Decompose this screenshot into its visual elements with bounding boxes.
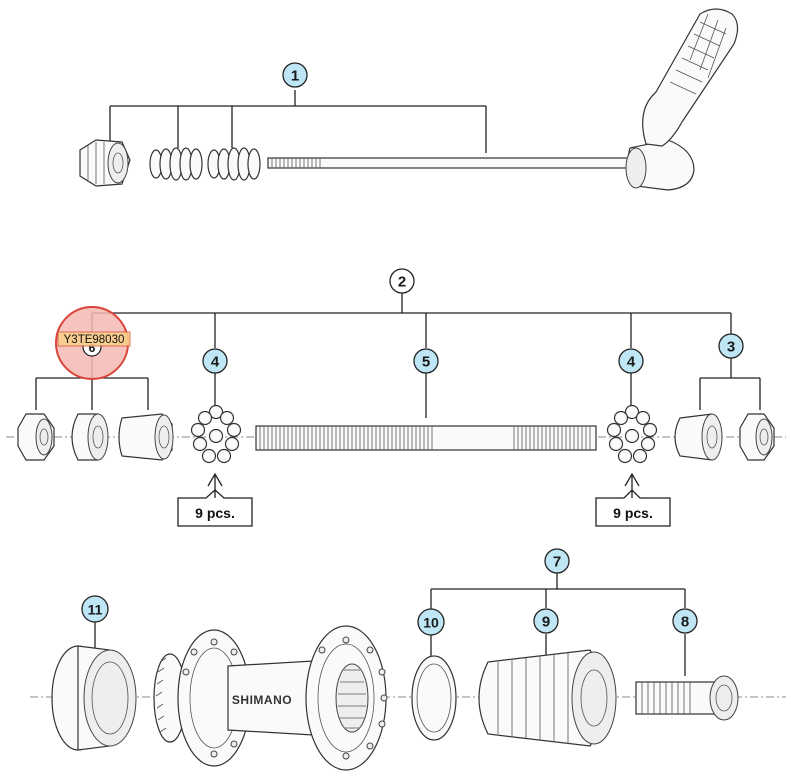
quick-release-spring-right xyxy=(207,147,261,181)
callout-10-number: 10 xyxy=(423,615,439,631)
callout-5-bubble xyxy=(413,348,439,374)
callout-9-bubble xyxy=(533,608,559,634)
callout-8: 8 xyxy=(672,608,698,634)
callout-5-number: 5 xyxy=(422,354,430,371)
quick-release-lever xyxy=(625,8,739,191)
callout-8-bubble xyxy=(672,608,698,634)
part-code-text: Y3TE98030 xyxy=(64,334,125,346)
callout-10: 10 xyxy=(417,608,445,636)
callout-11-number: 11 xyxy=(88,602,103,618)
freehub-spacer-ring xyxy=(411,655,457,741)
balls-count-label-right: 9 pcs. xyxy=(595,472,671,527)
callout-9: 9 xyxy=(533,608,559,634)
callout-7-bubble xyxy=(544,548,570,574)
callout-11: 11 xyxy=(81,595,109,623)
callout-6-highlight[interactable]: 6 Y3TE98030 xyxy=(55,306,131,380)
balls-count-text-left: 9 pcs. xyxy=(195,505,235,521)
callout-4-right-number: 4 xyxy=(627,354,636,371)
callout-3-bubble xyxy=(718,333,744,359)
callout-7: 7 xyxy=(544,548,570,574)
hub-axle-assembly: 9 pcs. 9 pcs. xyxy=(6,293,786,527)
callout-4-right: 4 xyxy=(618,348,644,374)
callout-11-bubble xyxy=(81,595,109,623)
hub-shell: SHIMANO xyxy=(153,625,388,771)
hub-body-assembly: SHIMANO xyxy=(30,573,786,771)
callout-10-bubble xyxy=(417,608,445,636)
callout-6-number: 6 xyxy=(89,341,96,355)
freehub-body xyxy=(478,649,617,747)
bearing-balls-right xyxy=(606,404,658,464)
axle-cone-left xyxy=(118,413,174,461)
hub-axle xyxy=(255,425,597,451)
callout-3: 3 xyxy=(718,333,744,359)
callout-3-number: 3 xyxy=(727,339,735,356)
callout-2-number: 2 xyxy=(398,274,406,291)
balls-count-text-right: 9 pcs. xyxy=(613,505,653,521)
callout-2-bubble xyxy=(389,268,415,294)
callout-8-number: 8 xyxy=(681,614,689,631)
callout-4-left-number: 4 xyxy=(211,354,220,371)
callout-5: 5 xyxy=(413,348,439,374)
bearing-balls-left xyxy=(190,404,242,464)
axle-cone-right xyxy=(674,413,723,461)
quick-release-skewer-rod xyxy=(267,157,631,169)
callout-7-number: 7 xyxy=(553,554,561,571)
callout-2: 2 xyxy=(389,268,415,294)
callout-4-left-bubble xyxy=(202,348,228,374)
quick-release-assembly xyxy=(79,8,739,191)
quick-release-adjusting-nut xyxy=(79,139,131,187)
hub-dust-cap xyxy=(51,645,137,751)
callout-1-number: 1 xyxy=(291,68,299,85)
quick-release-spring-left xyxy=(149,147,203,181)
callout-4-right-bubble xyxy=(618,348,644,374)
part-code-tag xyxy=(57,331,131,347)
hub-brand-logo: SHIMANO xyxy=(232,693,292,707)
axle-lock-nut-left xyxy=(17,413,55,461)
axle-washer-left xyxy=(71,413,109,461)
axle-lock-nut-right xyxy=(739,413,775,461)
callout-1: 1 xyxy=(282,62,308,88)
balls-count-label-left: 9 pcs. xyxy=(177,472,253,527)
callout-4-left: 4 xyxy=(202,348,228,374)
callout-9-number: 9 xyxy=(542,614,550,631)
callout-1-bubble xyxy=(282,62,308,88)
freehub-fixing-bolt xyxy=(635,675,739,721)
